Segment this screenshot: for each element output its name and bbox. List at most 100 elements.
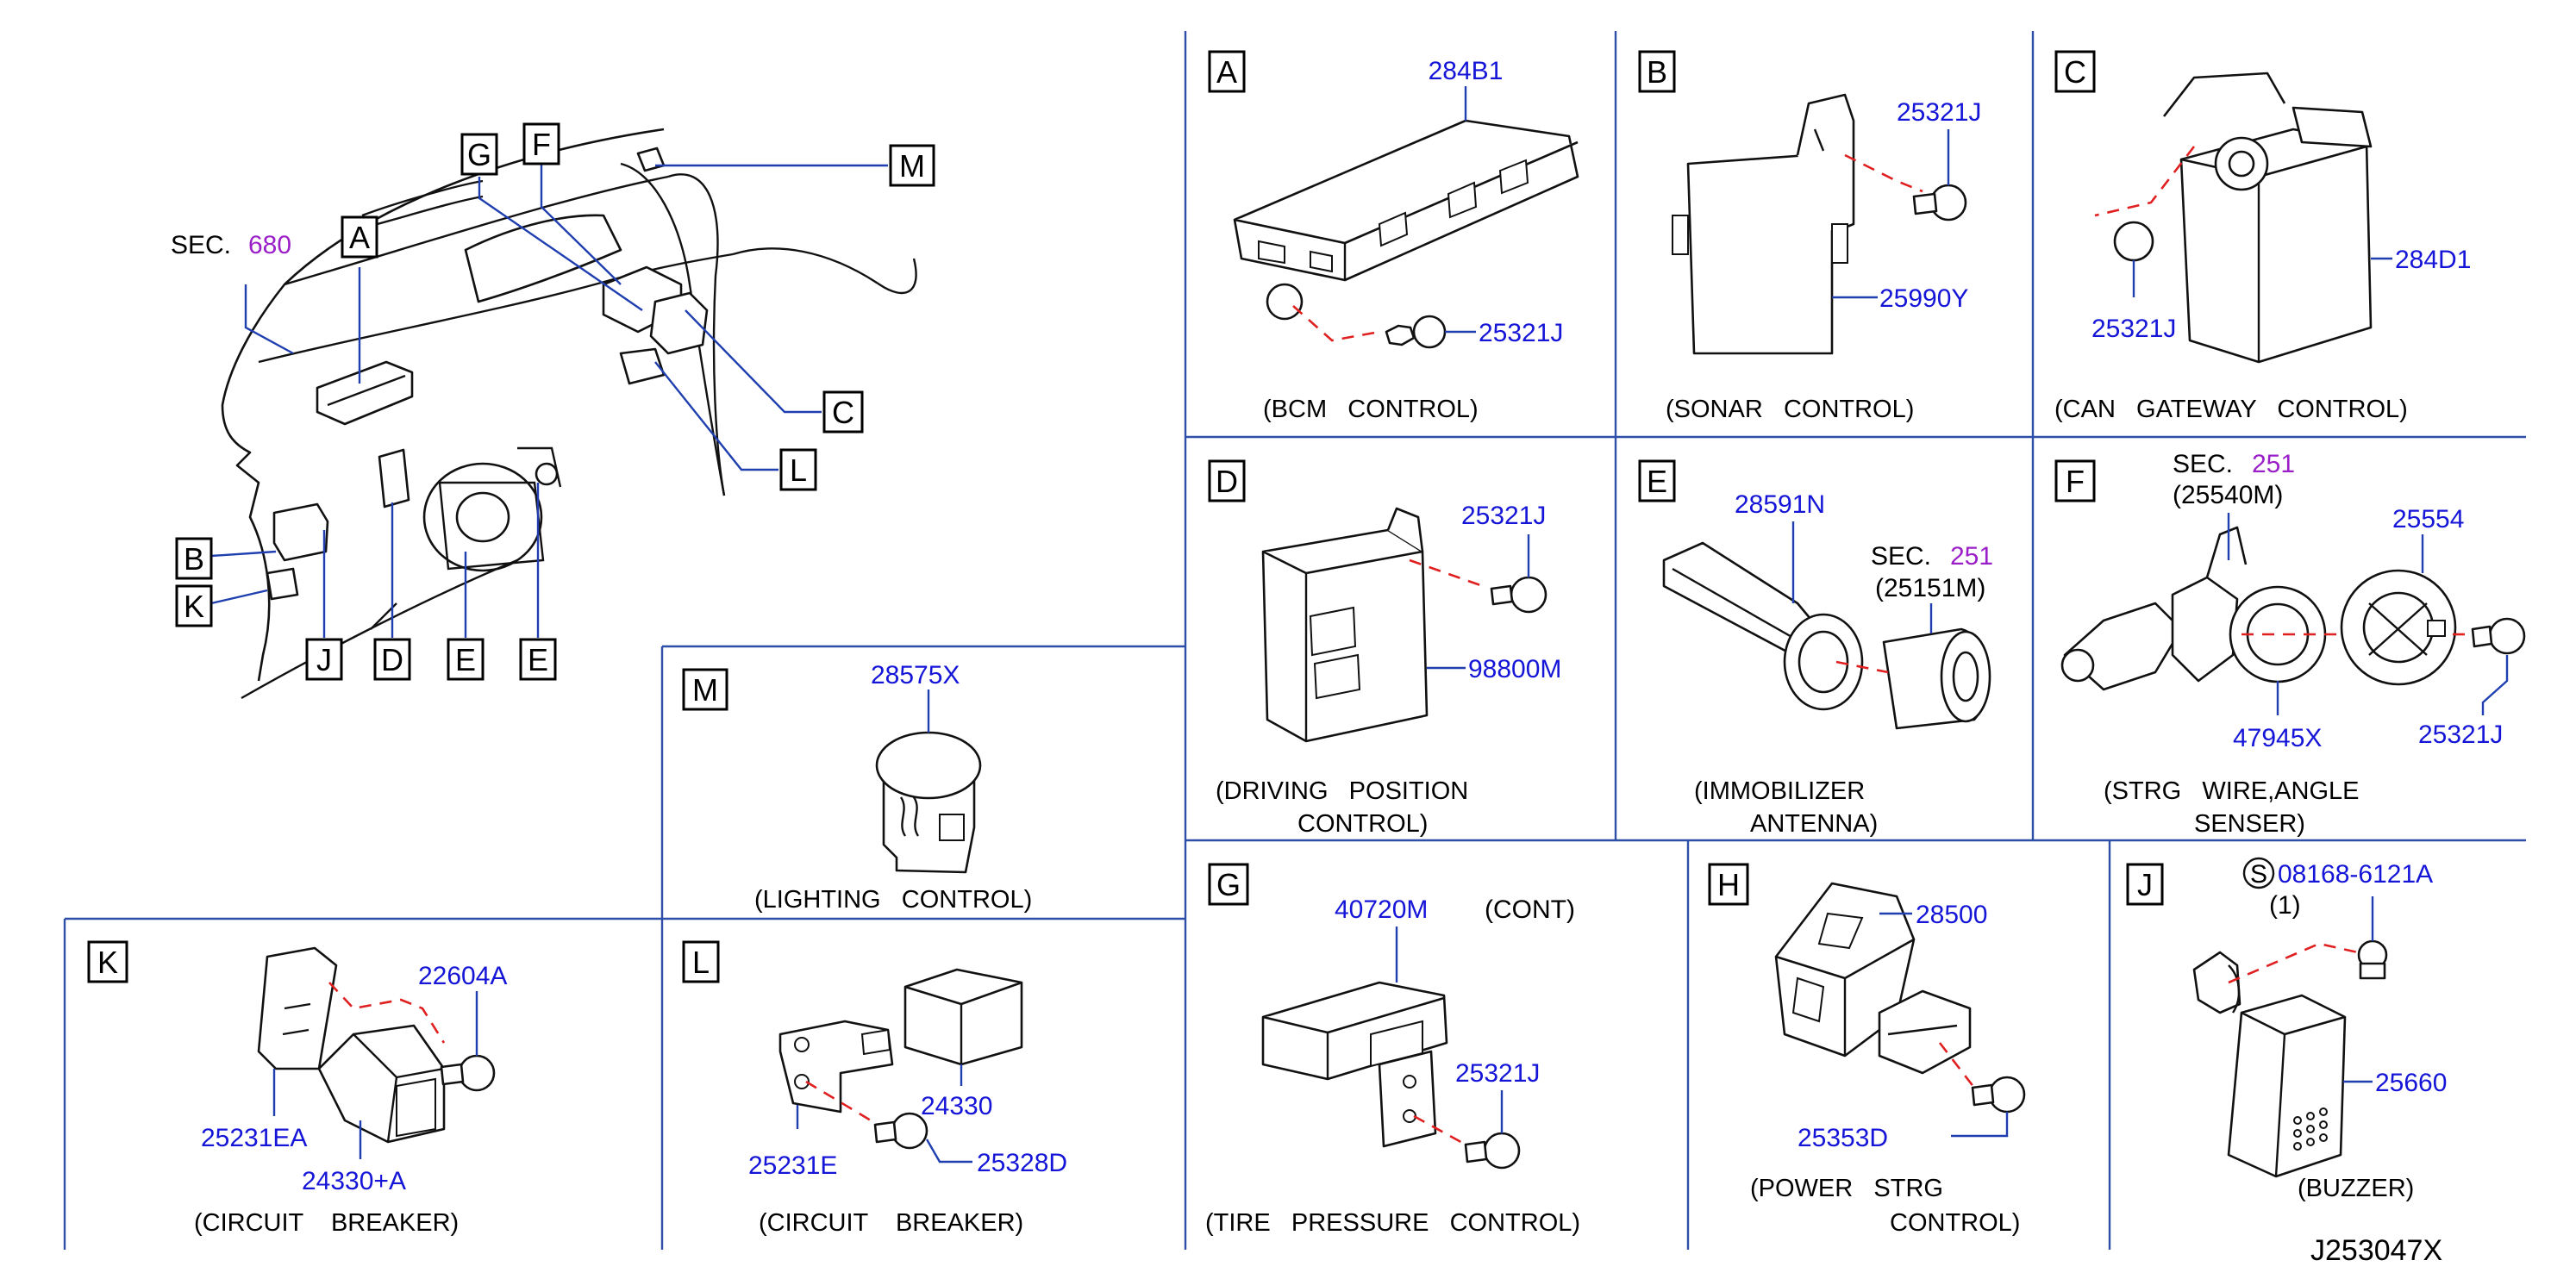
panel-e-title-2: ANTENNA) — [1750, 810, 1878, 838]
overview-callout-d: D — [381, 642, 403, 677]
overview-callout-m: M — [899, 148, 925, 184]
part-28591n: 28591N — [1735, 490, 1825, 519]
bcm-module-drawing — [1233, 119, 1579, 349]
panel-k-letter: K — [97, 945, 118, 980]
panel-d-title-2: CONTROL) — [1297, 810, 1428, 838]
panel-f-title-1: (STRG WIRE,ANGLE — [2104, 777, 2359, 805]
panel-l-circuit-breaker: L 24330 25231E 25328D (CIRCUIT BREAKER) — [682, 940, 1067, 1237]
immobilizer-drawing — [1662, 541, 1991, 730]
panel-e-sec-ref: (25151M) — [1875, 574, 1985, 602]
driving-position-module-drawing — [1261, 507, 1547, 743]
overview-callout-g: F — [532, 127, 551, 162]
tire-pressure-module-drawing — [1261, 981, 1521, 1170]
drawing-reference-number: J253047X — [2310, 1234, 2442, 1267]
panel-g-title: (TIRE PRESSURE CONTROL) — [1205, 1209, 1580, 1237]
panel-b-letter: B — [1647, 54, 1667, 90]
sonar-module-drawing — [1672, 93, 1967, 355]
overview-callout-h: G — [467, 137, 491, 172]
k-breaker-drawing — [257, 946, 496, 1144]
part-98800m: 98800M — [1468, 655, 1561, 683]
part-25231e: 25231E — [748, 1151, 837, 1180]
panel-lighting-control: M 28575X (LIGHTING CONTROL) — [682, 661, 1032, 914]
panel-g-note: (CONT) — [1485, 895, 1575, 924]
panel-a-letter: A — [1216, 54, 1237, 90]
panel-buzzer: J S 08168-6121A (1) 25660 (BUZZER) — [2126, 857, 2447, 1202]
panel-f-letter: F — [2066, 464, 2085, 499]
panel-f-sec-number: 251 — [2252, 450, 2295, 478]
power-strg-module-drawing — [1774, 882, 2026, 1114]
part-g-25321j: 25321J — [1455, 1059, 1540, 1088]
part-40720m: 40720M — [1335, 895, 1428, 924]
panel-c-letter: C — [2064, 54, 2086, 90]
overview-drawing: SEC. 680 A G F M C L B K J D E E — [171, 122, 935, 700]
overview-callout-l: L — [790, 452, 807, 488]
panel-h-letter: H — [1717, 867, 1740, 902]
panel-f-sec-label: SEC. — [2173, 450, 2233, 478]
overview-sec-label: SEC. — [171, 231, 231, 259]
overview-sec-number: 680 — [248, 231, 291, 259]
part-284d1: 284D1 — [2395, 246, 2471, 274]
part-d-25321j: 25321J — [1461, 502, 1546, 530]
panel-k-circuit-breaker: K 22604A 25231EA 24330+A (CIRCUIT BREAKE… — [87, 940, 507, 1237]
panel-h-title-1: (POWER STRG — [1750, 1175, 1943, 1202]
part-a-25321j: 25321J — [1479, 319, 1563, 347]
panel-immobilizer-antenna: E 28591N SEC. 251 (25151M) (IMMOBILIZER … — [1638, 459, 1993, 838]
part-28500: 28500 — [1916, 901, 1987, 929]
l-breaker-drawing — [778, 968, 1023, 1150]
panel-e-sec-label: SEC. — [1871, 542, 1931, 571]
part-47945x: 47945X — [2233, 724, 2322, 752]
can-gateway-drawing — [2113, 72, 2373, 364]
overview-callout-b: B — [184, 541, 204, 577]
combination-switch-drawing — [2060, 526, 2526, 691]
part-25660: 25660 — [2375, 1069, 2447, 1097]
buzzer-drawing — [2192, 939, 2388, 1178]
panel-c-title: (CAN GATEWAY CONTROL) — [2054, 396, 2408, 423]
overview-callout-j: J — [316, 642, 332, 677]
panel-m-title: (LIGHTING CONTROL) — [754, 886, 1032, 914]
panel-h-title-2: CONTROL) — [1890, 1209, 2020, 1237]
part-25328d: 25328D — [977, 1149, 1067, 1177]
part-25353d: 25353D — [1798, 1124, 1888, 1152]
overview-callout-e: E — [528, 642, 548, 677]
overview-callout-c: C — [832, 395, 854, 430]
panel-d-title-1: (DRIVING POSITION — [1216, 777, 1468, 805]
part-08168-6121a: 08168-6121A — [2278, 860, 2433, 889]
part-b-25321j: 25321J — [1897, 98, 1981, 127]
panel-b-title: (SONAR CONTROL) — [1666, 396, 1914, 423]
part-f-25321j: 25321J — [2418, 721, 2503, 749]
panel-l-letter: L — [692, 945, 710, 980]
overview-callout-f: E — [455, 642, 476, 677]
standard-part-s-symbol — [2242, 857, 2275, 889]
panel-can-gateway-control: C 284D1 25321J (CAN GATEWAY CONTROL) — [2054, 50, 2471, 423]
panel-d-letter: D — [1216, 464, 1238, 499]
part-25990y: 25990Y — [1879, 284, 1968, 313]
panel-j-s-symbol: S — [2250, 860, 2267, 889]
part-284b1: 284B1 — [1429, 57, 1504, 85]
panel-e-letter: E — [1647, 464, 1667, 499]
panel-tire-pressure-control: G 40720M (CONT) 25321J (TIRE PRESSURE CO… — [1205, 863, 1580, 1237]
panel-f-title-2: SENSER) — [2194, 810, 2305, 838]
panel-j-title: (BUZZER) — [2298, 1175, 2414, 1202]
panel-driving-position-control: D 25321J 98800M (DRIVING POSITION CONTRO… — [1208, 459, 1561, 838]
overview-callout-k: K — [184, 589, 204, 624]
panel-e-sec-number: 251 — [1950, 542, 1993, 571]
panel-g-letter: G — [1216, 867, 1241, 902]
panel-dividers — [63, 31, 2526, 1250]
panel-f-sec-ref: (25540M) — [2173, 481, 2283, 509]
part-25231ea: 25231EA — [201, 1124, 307, 1152]
panel-j-letter: J — [2137, 867, 2153, 902]
part-22604a: 22604A — [418, 962, 507, 990]
part-24330: 24330 — [921, 1092, 992, 1120]
panel-m-letter: M — [692, 672, 718, 708]
panel-strg-wire-angle-senser: F SEC. 251 (25540M) 25554 47945X 25321J … — [2054, 450, 2526, 838]
part-c-25321j: 25321J — [2091, 315, 2176, 343]
panel-a-title: (BCM CONTROL) — [1263, 396, 1479, 423]
panel-bcm-control: A 284B1 25321J (BCM CONTROL) — [1208, 50, 1579, 423]
panel-power-strg-control: H 28500 25353D (POWER STRG CONTROL) — [1708, 863, 2026, 1237]
part-28575x: 28575X — [871, 661, 960, 689]
panel-sonar-control: B 25321J 25990Y (SONAR CONTROL) — [1638, 50, 1981, 423]
panel-k-title: (CIRCUIT BREAKER) — [194, 1209, 459, 1237]
panel-l-title: (CIRCUIT BREAKER) — [759, 1209, 1023, 1237]
panel-e-title-1: (IMMOBILIZER — [1694, 777, 1865, 805]
